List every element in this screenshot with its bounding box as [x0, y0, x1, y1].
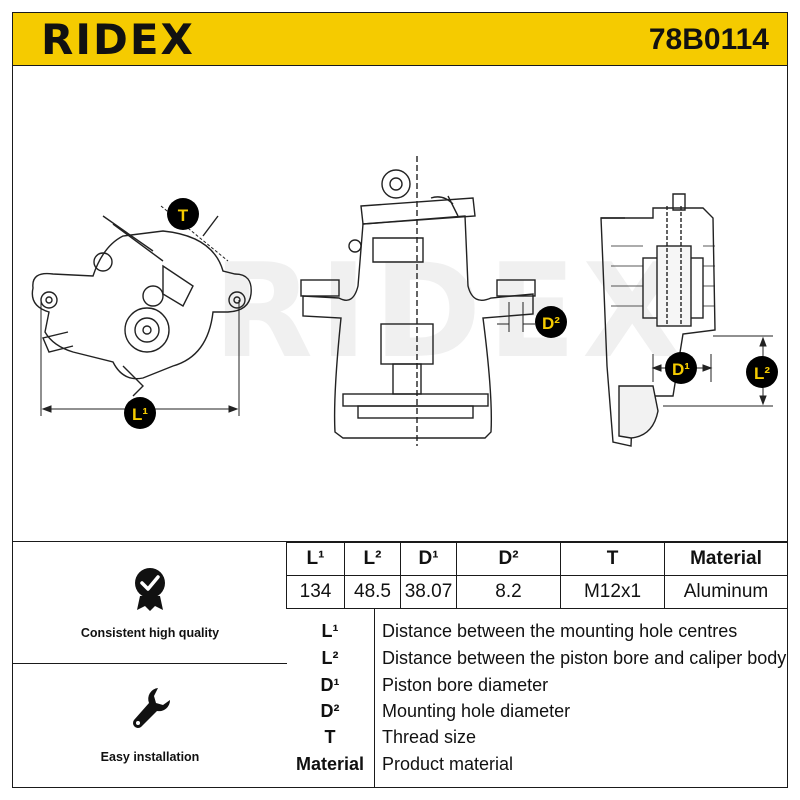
caliper-side-view	[31, 215, 252, 397]
watermark: RIDEX	[213, 235, 688, 387]
legend-row-l1: L¹ Distance between the mounting hole ce…	[286, 618, 788, 644]
feature-installation: Easy installation	[13, 664, 287, 788]
t-badge	[167, 198, 199, 230]
legend-row-d1: D¹ Piston bore diameter	[286, 672, 788, 698]
legend-row-d2: D² Mounting hole diameter	[286, 698, 788, 724]
caliper-drawing-svg: RIDEX L¹	[31, 156, 778, 447]
legend-code: L²	[321, 648, 339, 668]
specs-header-row: L¹ L² D¹ D² T Material	[286, 542, 788, 576]
legend-desc: Product material	[382, 754, 514, 774]
legend-code: D²	[320, 701, 340, 721]
d1-badge-label: D¹	[672, 360, 690, 379]
legend-desc: Distance between the mounting hole centr…	[382, 621, 738, 641]
specs-table: L¹ L² D¹ D² T Material 134 48.5 38.07 8.…	[286, 542, 788, 609]
features-panel: Consistent high quality Easy installatio…	[12, 542, 287, 788]
legend-panel: L¹ Distance between the mounting hole ce…	[286, 608, 788, 788]
l1-badge	[124, 397, 156, 429]
spec-value-l1: 134	[286, 575, 345, 609]
spec-value-t: M12x1	[560, 575, 665, 609]
spec-header-d2: D²	[456, 542, 561, 576]
legend-code: T	[324, 727, 336, 747]
technical-drawing: RIDEX L¹	[12, 66, 788, 542]
legend-desc: Thread size	[382, 727, 477, 747]
legend-divider	[374, 608, 375, 788]
header-bar: RIDEX 78B0114	[12, 12, 788, 66]
feature-quality-label: Consistent high quality	[80, 626, 220, 640]
spec-header-l1: L¹	[286, 542, 345, 576]
l2-badge	[746, 356, 778, 388]
t-badge-label: T	[178, 206, 189, 225]
legend-row-material: Material Product material	[286, 751, 788, 777]
spec-header-t: T	[560, 542, 665, 576]
spec-header-l2: L²	[344, 542, 401, 576]
feature-installation-label: Easy installation	[100, 750, 200, 764]
spec-value-material: Aluminum	[664, 575, 788, 609]
l2-badge-label: L²	[754, 364, 770, 383]
l1-badge-label: L¹	[132, 405, 148, 424]
d2-dimension	[497, 302, 535, 332]
spec-value-d1: 38.07	[400, 575, 457, 609]
d2-badge	[535, 306, 567, 338]
specs-value-row: 134 48.5 38.07 8.2 M12x1 Aluminum	[286, 575, 788, 609]
brand-logo: RIDEX	[41, 15, 195, 64]
legend-desc: Piston bore diameter	[382, 675, 549, 695]
legend-desc: Distance between the piston bore and cal…	[382, 648, 787, 668]
legend-row-t: T Thread size	[286, 724, 788, 750]
d2-badge-label: D²	[542, 314, 560, 333]
d1-badge	[665, 352, 697, 384]
legend-code: L¹	[321, 621, 339, 641]
legend-code: Material	[295, 754, 365, 774]
legend-desc: Mounting hole diameter	[382, 701, 571, 721]
caliper-front-view	[300, 156, 536, 446]
spec-value-l2: 48.5	[344, 575, 401, 609]
feature-quality: Consistent high quality	[13, 542, 287, 664]
quality-badge-icon	[135, 568, 165, 611]
l1-dimension	[40, 205, 240, 416]
legend-code: D¹	[320, 675, 340, 695]
article-number: 78B0114	[648, 23, 769, 56]
spec-header-d1: D¹	[400, 542, 457, 576]
legend-row-l2: L² Distance between the piston bore and …	[286, 645, 788, 671]
wrench-icon	[133, 688, 171, 728]
spec-header-material: Material	[664, 542, 788, 576]
spec-value-d2: 8.2	[456, 575, 561, 609]
